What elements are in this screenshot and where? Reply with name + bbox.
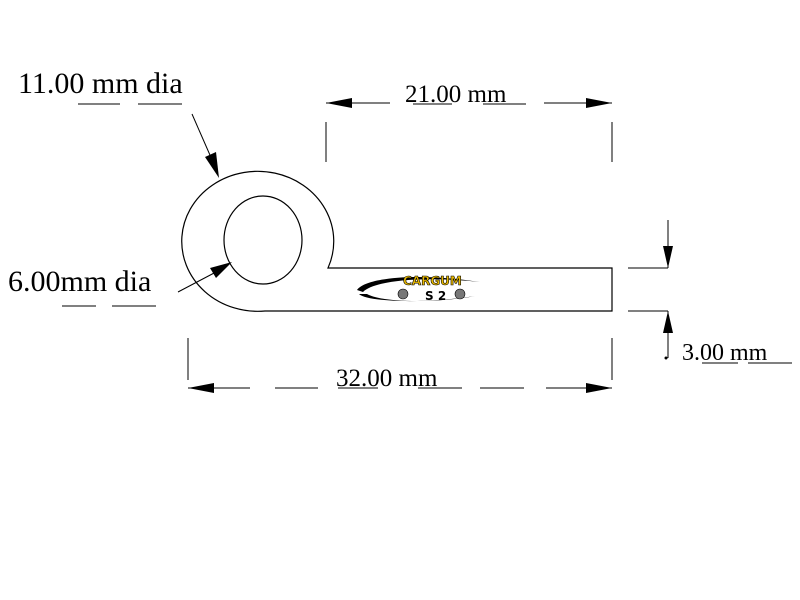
dim-overall-length: 32.00 mm — [188, 365, 612, 393]
inner-hole — [223, 195, 303, 285]
dim-outer-diameter: 11.00 mm dia — [18, 67, 219, 178]
logo-brand-text: CARGUM — [403, 274, 462, 288]
dim-thickness: 3.00 mm — [663, 220, 792, 366]
dim-tab-length: 21.00 mm — [326, 81, 612, 108]
part-outline — [181, 170, 613, 312]
extension-lines — [187, 122, 668, 380]
logo-emblem — [397, 288, 409, 300]
dim-thickness-label: 3.00 mm — [682, 340, 768, 366]
outer-profile — [181, 170, 613, 312]
logo-swoosh-top — [357, 276, 480, 292]
dim-inner-diameter-label: 6.00mm dia — [8, 265, 151, 298]
logo-emblem-2 — [454, 288, 466, 300]
logo-sub-text: S 2 — [425, 289, 446, 303]
dim-inner-diameter: 6.00mm dia — [8, 262, 232, 307]
dim-outer-diameter-label: 11.00 mm dia — [18, 67, 183, 100]
cargum-logo: CARGUM S 2 — [357, 274, 480, 303]
marker-dot — [664, 356, 668, 360]
